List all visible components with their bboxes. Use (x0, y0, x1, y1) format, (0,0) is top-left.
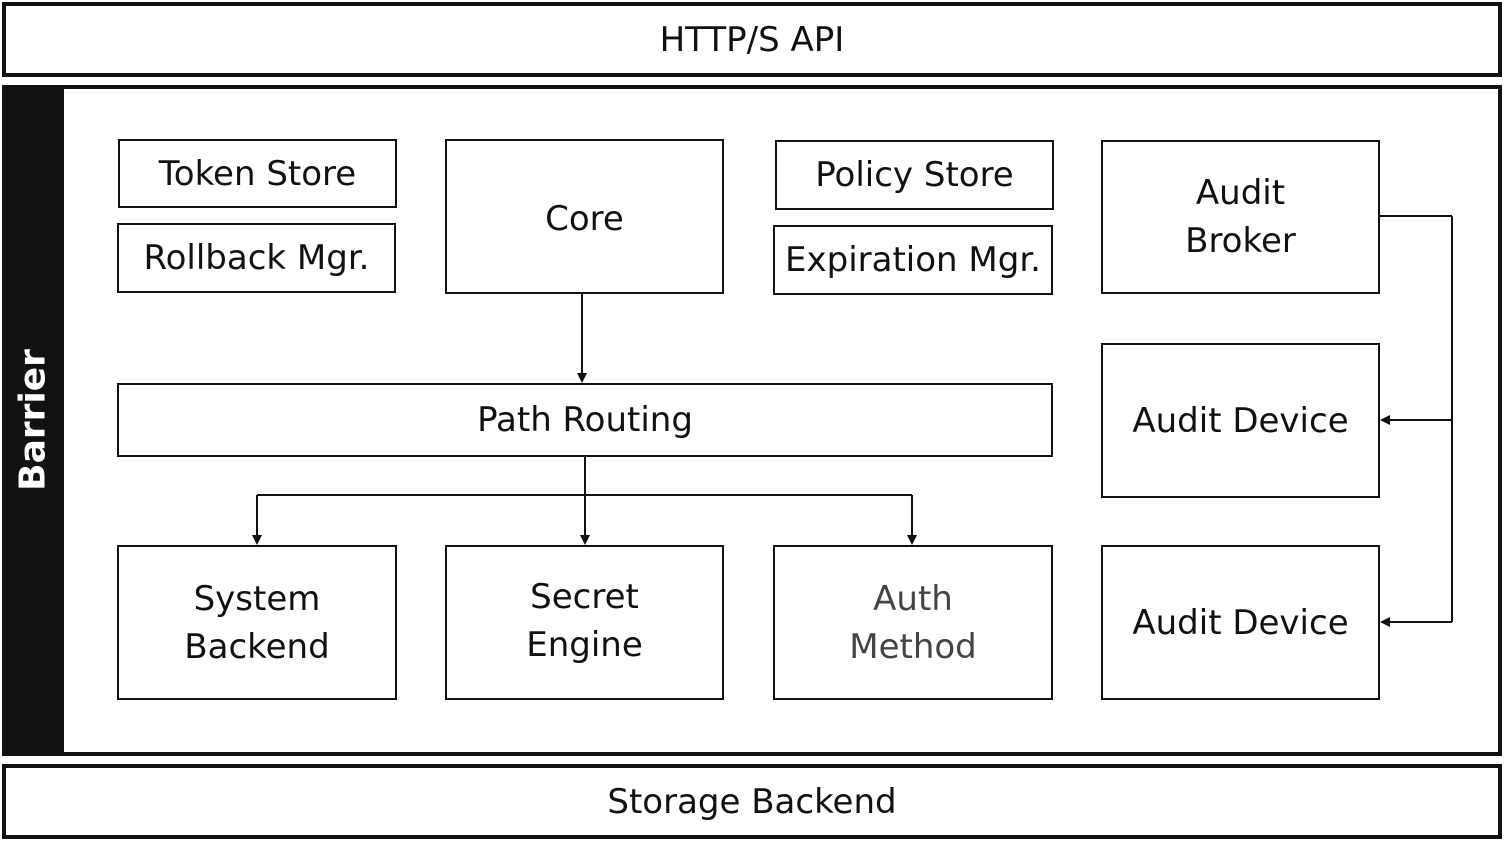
audit-broker-box: Audit Broker (1101, 140, 1380, 294)
expiration-mgr-label: Expiration Mgr. (785, 240, 1041, 280)
secret-engine-label-line2: Engine (526, 625, 643, 665)
system-backend-label-line2: Backend (184, 626, 330, 667)
path-routing-label: Path Routing (477, 400, 693, 440)
token-store-box: Token Store (118, 139, 397, 208)
core-box: Core (445, 139, 724, 294)
secret-engine-box: Secret Engine (445, 545, 724, 700)
http-api-layer: HTTP/S API (2, 2, 1502, 77)
rollback-mgr-label: Rollback Mgr. (143, 238, 370, 278)
audit-broker-label-line1: Audit (1195, 173, 1286, 213)
path-routing-box: Path Routing (117, 383, 1053, 457)
system-backend-label-line1: System (193, 578, 321, 619)
policy-store-label: Policy Store (815, 155, 1014, 195)
audit-broker-label-line2: Broker (1185, 221, 1296, 261)
audit-device-label-2: Audit Device (1132, 602, 1349, 643)
token-store-label: Token Store (158, 153, 357, 194)
policy-store-box: Policy Store (775, 140, 1054, 210)
barrier-band (2, 85, 64, 756)
audit-device-box-2: Audit Device (1101, 545, 1380, 700)
secret-engine-label-line1: Secret (530, 577, 639, 617)
system-backend-box: System Backend (117, 545, 397, 700)
auth-method-box: Auth Method (773, 545, 1053, 700)
auth-method-label-line1: Auth (873, 578, 953, 619)
expiration-mgr-box: Expiration Mgr. (773, 225, 1053, 295)
audit-device-label-1: Audit Device (1132, 400, 1349, 441)
storage-backend-label: Storage Backend (607, 781, 897, 822)
audit-device-box-1: Audit Device (1101, 343, 1380, 498)
auth-method-label-line2: Method (849, 626, 977, 667)
barrier-label: Barrier (12, 349, 54, 491)
rollback-mgr-box: Rollback Mgr. (117, 223, 396, 293)
storage-backend-layer: Storage Backend (2, 764, 1502, 839)
core-label: Core (545, 199, 624, 239)
http-api-label: HTTP/S API (659, 19, 845, 60)
